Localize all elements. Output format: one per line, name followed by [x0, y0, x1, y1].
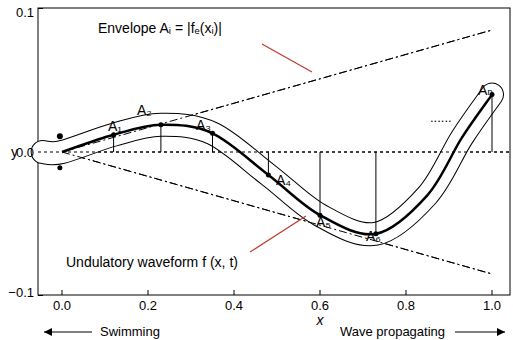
amplitude-line [160, 125, 161, 152]
amplitude-line [320, 152, 321, 215]
point-label: A₅ [316, 215, 331, 229]
sample-point [266, 172, 271, 177]
fish-eye [57, 133, 63, 139]
tick-label: 0.1 [16, 6, 34, 19]
callout-text: Envelope Aᵢ = |fₑ(xᵢ)| [98, 21, 222, 35]
point-label: A₂ [137, 103, 152, 117]
x-tick [492, 290, 493, 295]
point-label: A₁ [108, 119, 122, 133]
tick-label: 0.4 [225, 299, 243, 312]
x-tick [148, 290, 149, 295]
y-tick [38, 295, 43, 296]
point-label: A₃ [196, 118, 211, 132]
x-tick [234, 290, 235, 295]
tick-label: −0.1 [8, 286, 34, 299]
y-tick [38, 8, 43, 9]
direction-label: Wave propagating [340, 325, 445, 338]
zero-line [38, 152, 510, 153]
tick-label: 0.0 [53, 299, 71, 312]
envelope-line [62, 30, 492, 152]
arrow-head [44, 328, 52, 336]
ellipsis: ...... [430, 111, 452, 124]
waveform-line [62, 95, 492, 235]
tick-label: 0.0 [16, 146, 34, 159]
x-tick [62, 290, 63, 295]
point-label: A₄ [276, 173, 291, 187]
x-tick [320, 290, 321, 295]
tick-label: 0.2 [139, 299, 157, 312]
point-label: A₆ [366, 229, 381, 243]
leader-line [250, 216, 306, 252]
tick-label: 0.6 [311, 299, 329, 312]
axis-label: x [317, 313, 324, 327]
tick-label: 0.8 [397, 299, 415, 312]
sample-point [111, 132, 116, 137]
direction-label: Swimming [100, 325, 160, 338]
zero-line [38, 152, 510, 153]
fish-eye [57, 165, 62, 170]
tick-label: 1.0 [483, 299, 501, 312]
point-label: Aₙ [478, 83, 493, 97]
leader-line [262, 44, 312, 72]
amplitude-line [212, 133, 213, 152]
envelope-line [62, 30, 492, 152]
amplitude-line [113, 135, 114, 152]
x-tick [406, 290, 407, 295]
sample-point [158, 122, 163, 127]
fish-body [43, 95, 492, 235]
axes-frame [38, 8, 510, 295]
fish-outline [43, 95, 492, 235]
callout-text: Undulatory waveform f (x, t) [66, 255, 238, 269]
amplitude-line [492, 95, 493, 152]
envelope-line [62, 152, 492, 274]
amplitude-line [375, 152, 376, 234]
arrow-head [497, 328, 505, 336]
amplitude-line [268, 152, 269, 175]
